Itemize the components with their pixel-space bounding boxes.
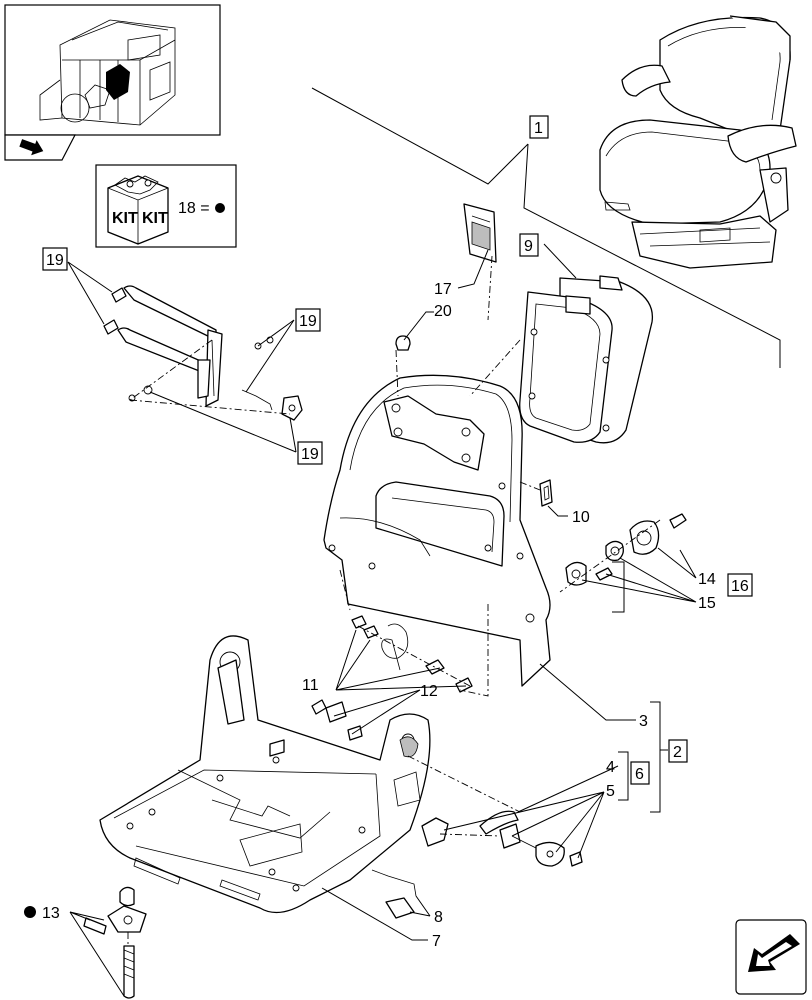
callout-3[interactable]: 3 — [639, 713, 648, 730]
backrest-cover[interactable] — [519, 275, 654, 444]
callout-1-box[interactable] — [529, 115, 549, 139]
callout-19c[interactable]: 19 — [301, 446, 319, 463]
seat-back-shell[interactable] — [323, 374, 551, 687]
seat-location-marker — [106, 64, 130, 100]
callout-4[interactable]: 4 — [606, 759, 615, 776]
complete-seat-illustration[interactable] — [599, 15, 797, 269]
callout-10[interactable]: 10 — [572, 509, 590, 526]
retaining-clip[interactable] — [539, 479, 553, 507]
callout-11[interactable]: 11 — [302, 677, 319, 694]
callout-17[interactable]: 17 — [434, 281, 452, 298]
spring-and-bolts[interactable] — [311, 615, 473, 741]
adjuster-knob-parts[interactable] — [565, 513, 687, 586]
callout-12[interactable]: 12 — [420, 683, 438, 700]
kit-note: 18 = — [178, 200, 210, 217]
callout-2[interactable]: 2 — [673, 744, 682, 761]
release-lever[interactable] — [421, 810, 583, 867]
callout-6-box[interactable] — [630, 761, 650, 785]
next-page-arrow-icon[interactable] — [735, 919, 807, 995]
adjust-lever[interactable] — [371, 869, 417, 919]
leader-lines — [67, 243, 697, 997]
seat-base-frame[interactable] — [99, 635, 431, 914]
tractor-location-thumbnail[interactable] — [4, 4, 221, 136]
callout-19b[interactable]: 19 — [299, 313, 317, 330]
grouping-brackets — [612, 561, 668, 813]
callout-13[interactable]: 13 — [42, 905, 60, 922]
callout-19a-box[interactable] — [42, 247, 68, 271]
callout-20[interactable]: 20 — [434, 303, 452, 320]
view-direction-tab[interactable] — [4, 134, 76, 161]
callout-15[interactable]: 15 — [698, 595, 716, 612]
callout-13-kit-bullet-icon — [24, 906, 36, 918]
strap-assembly[interactable] — [103, 285, 303, 421]
callout-7[interactable]: 7 — [432, 933, 441, 950]
callout-2-box[interactable] — [668, 739, 688, 763]
callout-9[interactable]: 9 — [524, 238, 533, 255]
callout-5[interactable]: 5 — [606, 783, 615, 800]
callout-16-box[interactable] — [727, 573, 753, 597]
kit-box-icon: KIT KIT — [107, 175, 169, 245]
plug-cap[interactable] — [395, 335, 411, 351]
callout-19c-box[interactable] — [297, 441, 323, 465]
foot-bracket[interactable] — [83, 886, 147, 999]
callout-19b-box[interactable] — [295, 308, 321, 332]
callout-6[interactable]: 6 — [635, 766, 644, 783]
callout-16[interactable]: 16 — [731, 578, 749, 595]
callout-8[interactable]: 8 — [434, 909, 443, 926]
callout-19a[interactable]: 19 — [46, 252, 64, 269]
callout-1[interactable]: 1 — [534, 120, 543, 137]
kit-word-right: KIT — [142, 210, 168, 227]
assembly-lines — [127, 255, 661, 946]
callout-14[interactable]: 14 — [698, 571, 716, 588]
kit-bullet-icon — [215, 203, 225, 213]
callout-9-box[interactable] — [519, 233, 539, 257]
kit-legend: KIT KIT 18 = — [95, 164, 237, 248]
callout-labels: 1 2 3 4 5 6 7 8 9 10 11 12 13 14 15 16 1… — [24, 115, 753, 950]
kit-word-left: KIT — [112, 210, 138, 227]
label-plate[interactable] — [463, 203, 497, 263]
